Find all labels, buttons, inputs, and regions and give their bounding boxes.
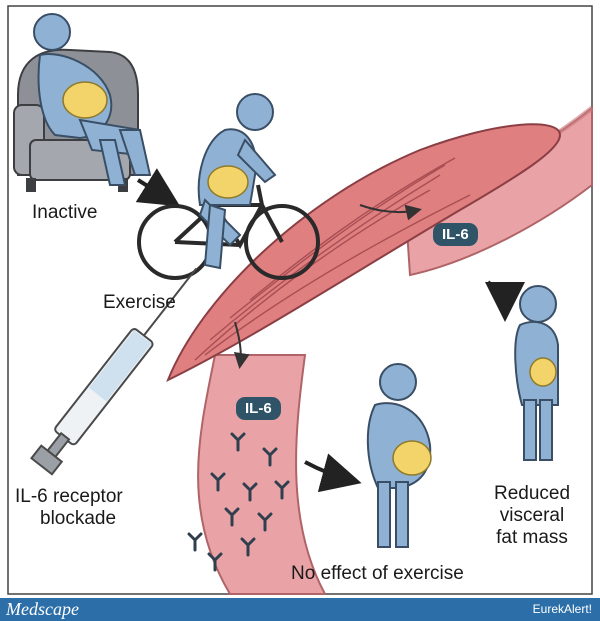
arrow-icon xyxy=(233,321,250,369)
label-blockade-line2: blockade xyxy=(40,508,117,529)
arrow-icon xyxy=(135,168,181,207)
brand-logo[interactable]: Medscape xyxy=(6,599,79,619)
arrow-icon xyxy=(304,453,362,493)
arrow-icon xyxy=(484,280,525,322)
fat-icon xyxy=(392,440,432,476)
reduced-fat-person xyxy=(514,285,559,461)
badge-il6-bottom: IL-6 xyxy=(236,397,281,420)
label-no-effect: No effect of exercise xyxy=(291,563,464,584)
syringe xyxy=(30,267,198,476)
label-inactive: Inactive xyxy=(32,202,98,223)
antibody-group xyxy=(187,432,290,572)
label-reduced-line3: fat mass xyxy=(496,527,568,548)
credit-text: EurekAlert! xyxy=(532,602,592,616)
arrow-icon xyxy=(359,204,422,221)
diagram-illustration xyxy=(7,5,594,595)
label-reduced-line2: visceral xyxy=(499,505,565,526)
fat-icon xyxy=(207,165,249,199)
blood-vessel-bottom xyxy=(197,354,327,595)
label-reduced-line1: Reduced xyxy=(493,483,571,504)
fat-icon xyxy=(529,357,557,387)
label-blockade-line1: IL-6 receptor xyxy=(15,486,123,507)
label-exercise: Exercise xyxy=(103,292,176,313)
diagram: Inactive Exercise IL-6 IL-6 IL-6 recepto… xyxy=(7,5,594,595)
footer-bar: Medscape EurekAlert! xyxy=(0,598,600,621)
badge-il6-top: IL-6 xyxy=(433,223,478,246)
fat-icon xyxy=(62,81,108,119)
